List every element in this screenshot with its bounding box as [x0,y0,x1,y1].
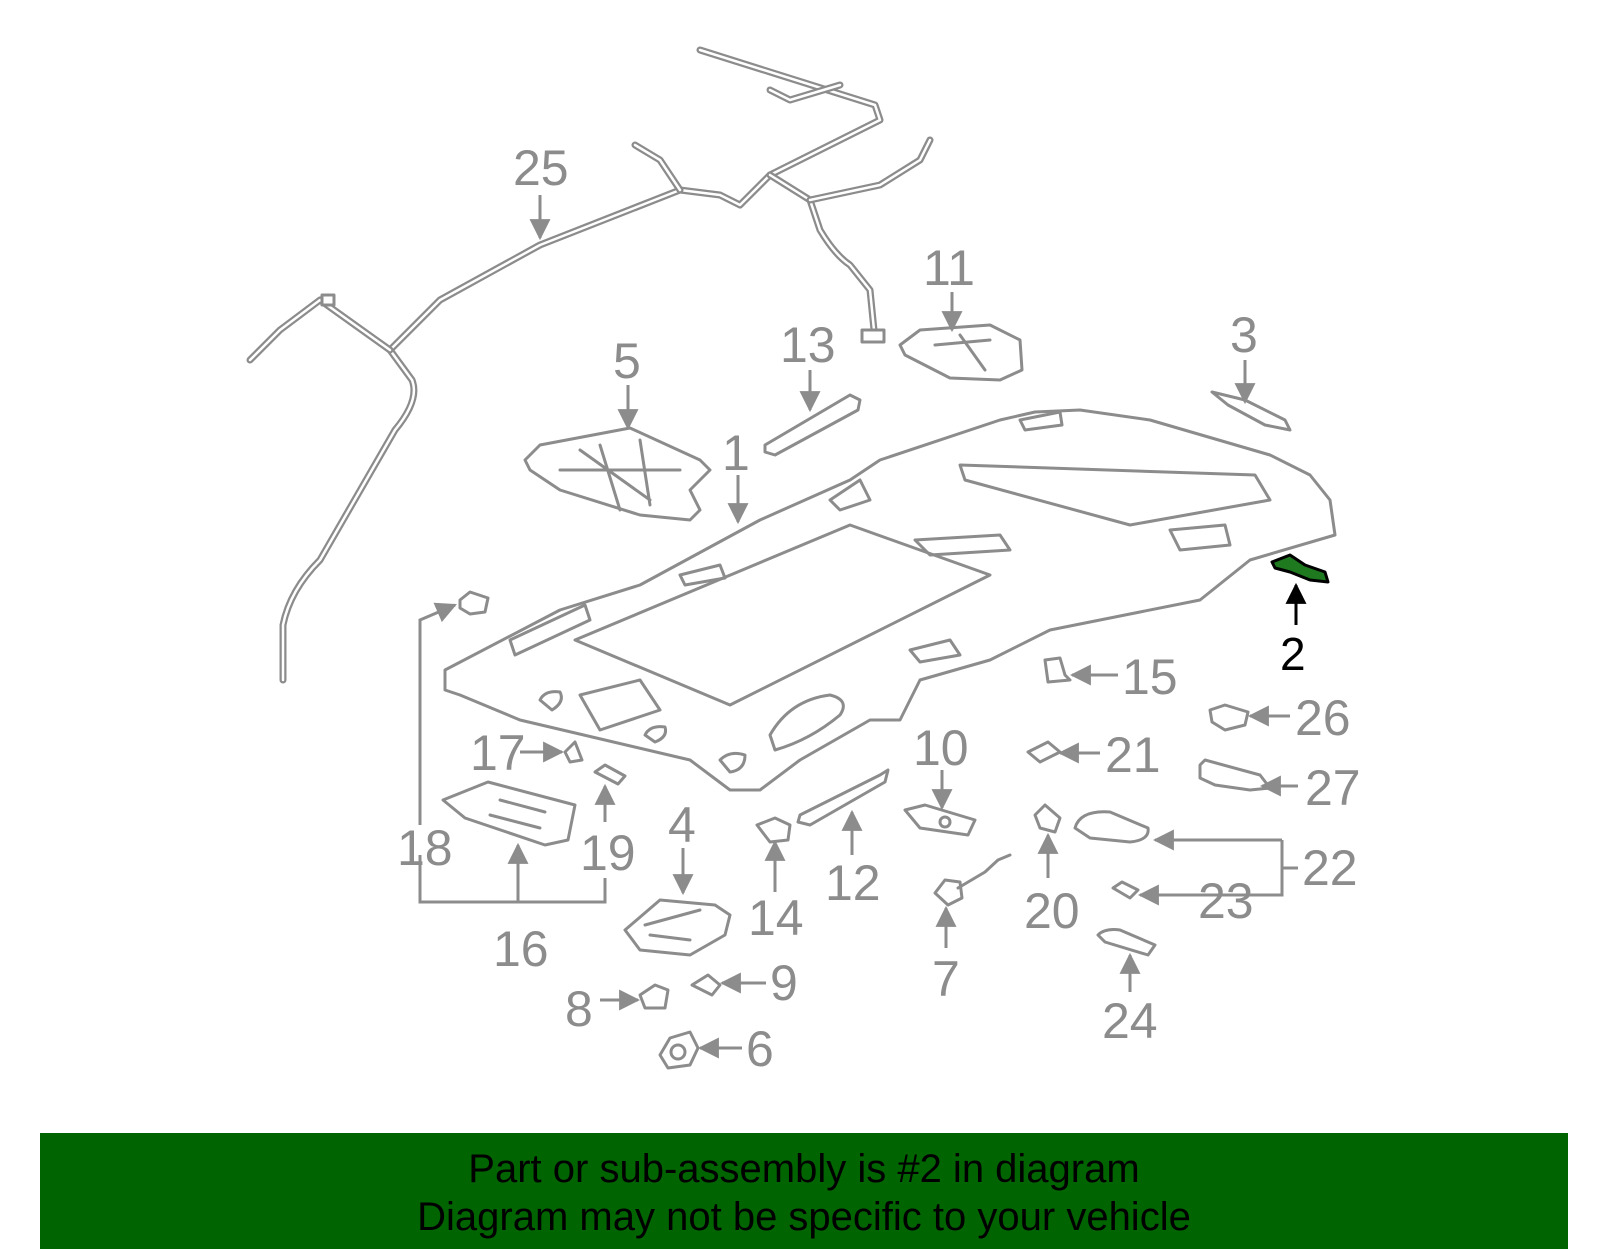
rail-part-13[interactable] [763,393,862,457]
callout-9: 9 [770,955,798,1011]
wiring-harness-part-25[interactable] [246,46,934,684]
callout-4: 4 [668,797,696,853]
lens-part-24[interactable] [1096,928,1157,957]
callout-6: 6 [746,1021,774,1077]
callout-26: 26 [1295,690,1351,746]
banner-line-1: Part or sub-assembly is #2 in diagram [468,1147,1140,1191]
clip-part-20[interactable] [1033,803,1062,834]
clip-part-26[interactable] [1208,703,1250,732]
callout-21: 21 [1105,727,1161,783]
clip-part-18[interactable] [458,590,490,616]
callout-27: 27 [1305,760,1361,816]
callout-11: 11 [923,240,975,296]
callout-8: 8 [565,981,593,1037]
lamp-part-22[interactable] [1073,810,1150,844]
pin-part-19[interactable] [593,763,627,786]
callout-12: 12 [825,855,881,911]
callout-10: 10 [913,720,969,776]
overhead-console-part-11[interactable] [898,323,1024,382]
callout-18: 18 [397,820,453,876]
callout-17: 17 [470,725,526,781]
callout-13: 13 [780,317,836,373]
callout-labels: 1 2 3 4 5 6 7 8 9 10 11 12 13 14 15 16 1… [397,140,1361,1077]
info-banner: Part or sub-assembly is #2 in diagram Di… [40,1133,1568,1249]
clip-part-21[interactable] [1026,740,1062,764]
callout-3: 3 [1230,307,1258,363]
lamp-part-10[interactable] [903,803,977,837]
lamp-part-6[interactable] [658,1030,700,1070]
clip-part-17[interactable] [563,740,584,764]
callout-16: 16 [493,921,549,977]
clip-part-15[interactable] [1043,656,1072,684]
callout-2: 2 [1280,628,1306,680]
callout-24: 24 [1102,993,1158,1049]
clip-part-8[interactable] [638,983,670,1010]
socket-part-7[interactable] [933,853,1012,907]
callout-22: 22 [1302,840,1358,896]
trim-strip-part-12[interactable] [796,768,890,827]
callout-25: 25 [513,140,569,196]
callout-20: 20 [1024,883,1080,939]
trim-strip-part-3[interactable] [1210,390,1292,432]
clip-part-9[interactable] [690,973,722,997]
bracket-panel-part-5[interactable] [523,426,712,522]
lamp-part-27[interactable] [1198,758,1272,792]
banner-line-2: Diagram may not be specific to your vehi… [417,1195,1191,1239]
callout-23: 23 [1198,873,1254,929]
leader-lines [418,195,1307,1059]
sun-visor-part-16[interactable] [441,780,577,847]
headliner-part-1[interactable] [443,408,1337,792]
callout-14: 14 [748,890,804,946]
parts-diagram: 1 2 3 4 5 6 7 8 9 10 11 12 13 14 15 16 1… [246,46,1361,1077]
callout-5: 5 [613,333,641,389]
callout-1: 1 [722,425,750,481]
callout-19: 19 [580,825,636,881]
callout-7: 7 [932,951,960,1007]
callout-15: 15 [1122,649,1178,705]
bulb-part-23[interactable] [1111,880,1140,900]
grab-handle-part-2[interactable] [1270,553,1330,584]
clip-part-14[interactable] [755,816,792,844]
dome-lamp-part-4[interactable] [623,898,732,957]
